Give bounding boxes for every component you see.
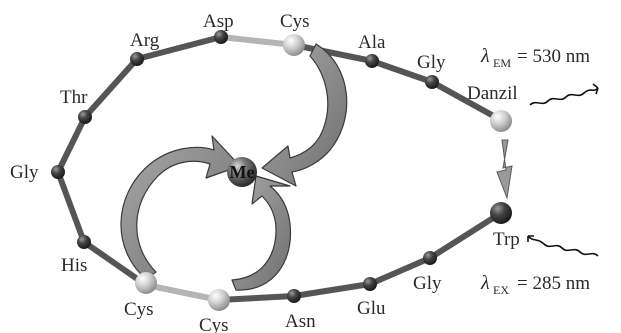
bond-glu-gly — [367, 255, 433, 287]
emission-wave — [529, 83, 599, 106]
label-cys-bottom: Cys — [199, 315, 229, 333]
label-asp: Asp — [203, 11, 234, 32]
node-gly-top — [425, 75, 439, 89]
node-ala — [365, 54, 379, 68]
excitation-subscript: EX — [493, 283, 509, 297]
bond-cys-ala — [291, 42, 375, 64]
node-cys-bottom — [208, 289, 230, 311]
arrow-left-cys-to-metal — [120, 135, 241, 280]
node-cys-left — [135, 272, 157, 294]
bond-arg-asp — [134, 34, 224, 62]
arrow-top-cys-to-metal — [261, 43, 348, 187]
excitation-wave — [527, 235, 599, 257]
bond-ala-gly — [369, 58, 435, 85]
node-asp — [214, 30, 228, 44]
energy-transfer-arrow — [496, 139, 513, 200]
label-ala: Ala — [358, 32, 386, 53]
backbone — [55, 34, 504, 303]
excitation-symbol: λ — [480, 272, 490, 294]
residue-labels: Arg Asp Cys Ala Gly Danzil Thr Gly His C… — [10, 11, 520, 333]
label-danzil: Danzil — [467, 83, 518, 104]
node-cys-top — [283, 34, 305, 56]
bond-thr-arg — [82, 56, 140, 120]
label-trp: Trp — [493, 229, 520, 250]
node-asn — [287, 289, 301, 303]
node-gly-left — [51, 165, 65, 179]
label-asn: Asn — [285, 311, 316, 332]
bond-cys-asn — [216, 293, 297, 303]
excitation-value: = 285 nm — [517, 273, 590, 294]
emission-symbol: λ — [480, 45, 490, 67]
bond-asp-cys — [218, 34, 297, 48]
label-cys-top: Cys — [280, 11, 310, 32]
metal-ion — [227, 157, 257, 187]
binding-arrows — [120, 43, 348, 291]
node-arg — [130, 52, 144, 66]
bond-gly-thr — [55, 114, 88, 175]
residue-nodes — [51, 30, 512, 311]
bond-asn-glu — [291, 281, 373, 299]
bond-cys-his — [81, 239, 149, 288]
label-cys-left: Cys — [124, 299, 154, 320]
excitation-label: λ EX = 285 nm — [480, 272, 590, 297]
label-thr: Thr — [60, 87, 88, 108]
emission-label: λ EM = 530 nm — [480, 45, 590, 70]
label-his: His — [61, 255, 87, 276]
emission-subscript: EM — [493, 56, 511, 70]
bond-gly-trp — [427, 210, 504, 261]
label-gly-left: Gly — [10, 162, 39, 183]
label-gly-bottom: Gly — [413, 273, 442, 294]
bond-gly-danzil — [429, 79, 502, 122]
metal-label: Me — [230, 162, 255, 182]
label-arg: Arg — [130, 30, 160, 51]
emission-value: = 530 nm — [517, 46, 590, 67]
arrow-bottom-cys-to-metal — [231, 175, 292, 291]
node-his — [77, 235, 91, 249]
node-trp — [490, 202, 512, 224]
label-gly-top: Gly — [417, 52, 446, 73]
bond-cys-cys — [143, 282, 222, 303]
node-gly-bottom — [423, 251, 437, 265]
node-glu — [363, 277, 377, 291]
node-danzil — [490, 110, 512, 132]
label-glu: Glu — [357, 298, 386, 319]
bond-his-gly — [55, 169, 87, 245]
node-thr — [78, 110, 92, 124]
